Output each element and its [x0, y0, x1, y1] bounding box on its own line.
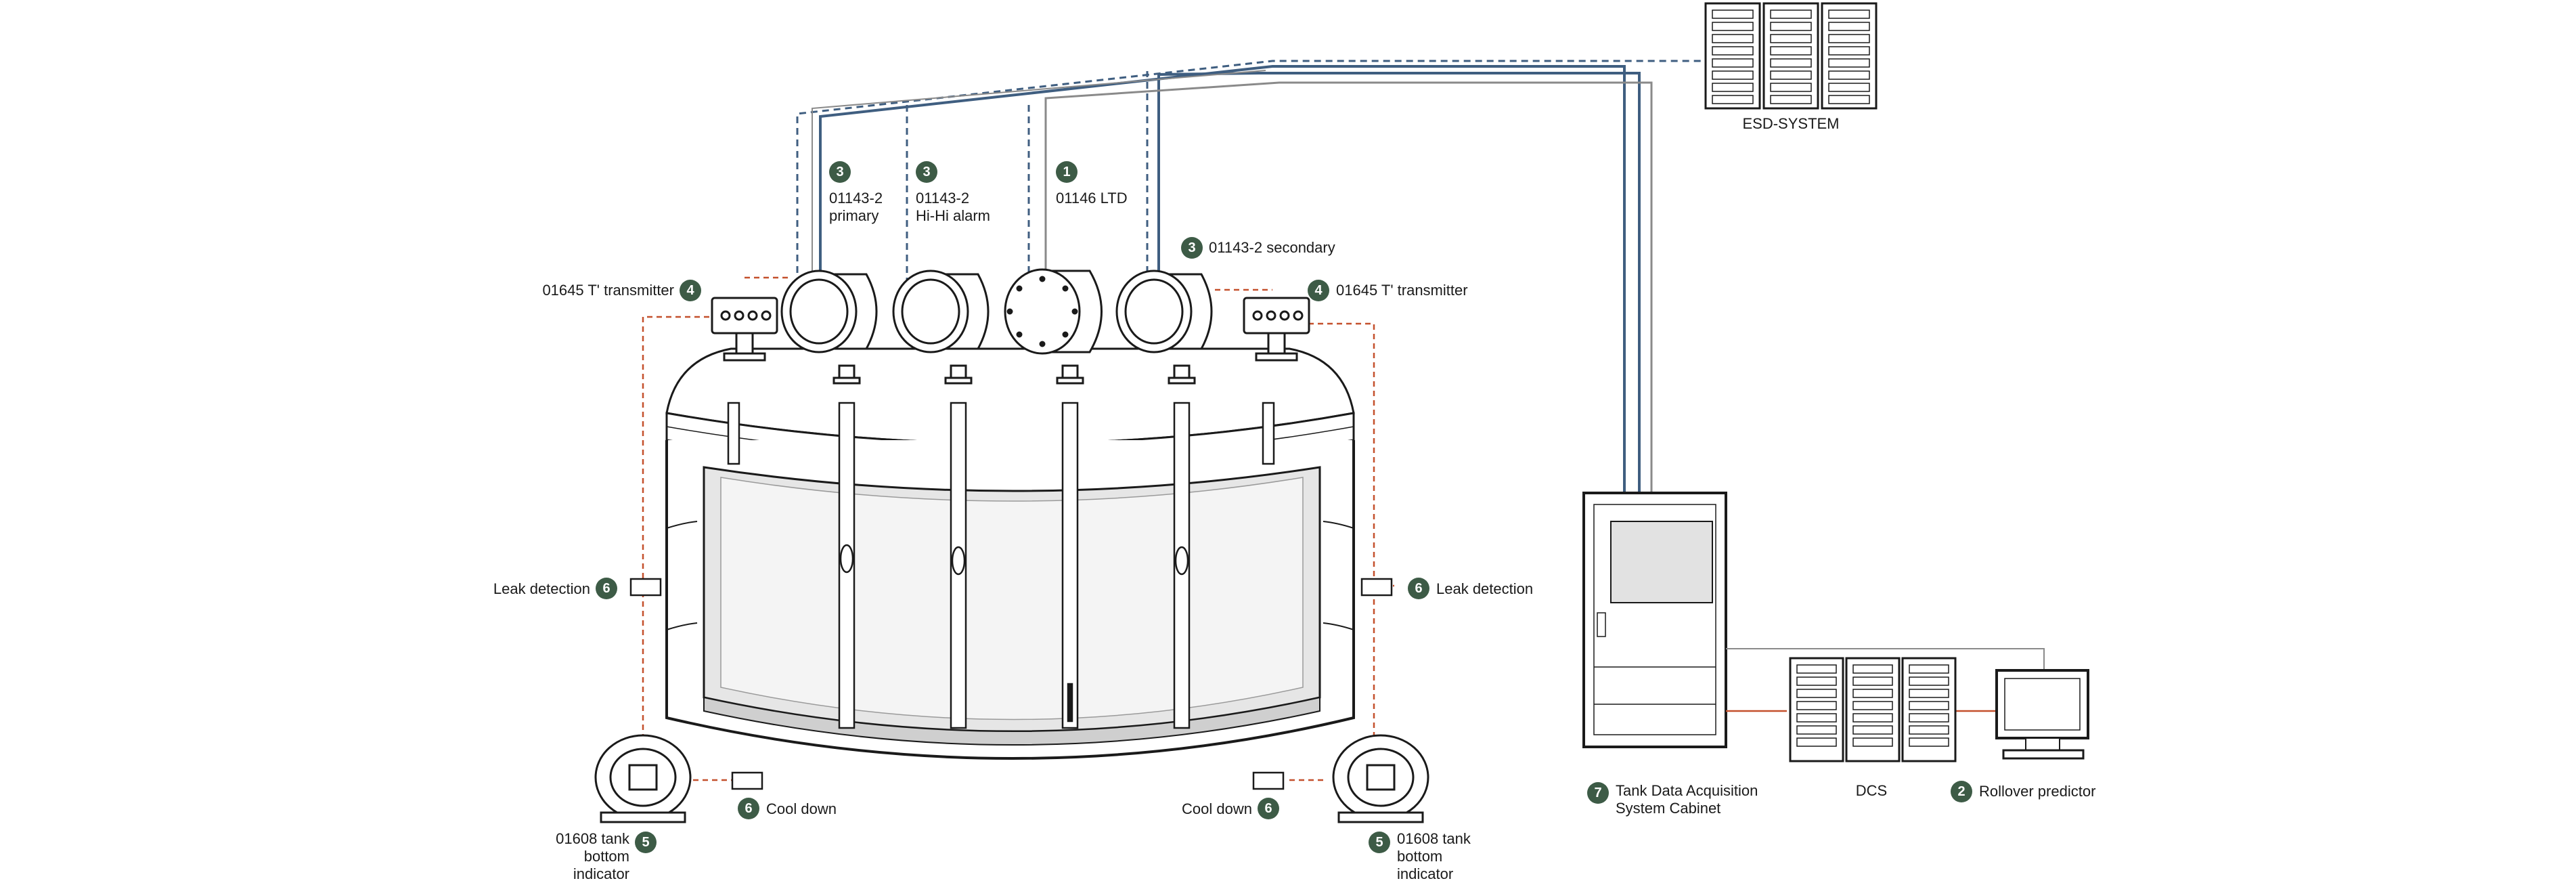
hihi-label-line2: Hi-Hi alarm	[916, 207, 990, 224]
esd-system-label: ESD-SYSTEM	[1742, 115, 1840, 132]
cable-ltd-grey	[1044, 81, 1653, 493]
primary-label-line2: primary	[829, 207, 879, 224]
bottom-right-label-line2: bottom	[1397, 848, 1443, 865]
cable-primary-solid	[819, 65, 1626, 493]
badge-rollover: 2	[1951, 781, 1972, 802]
leak-right-label: Leak detection	[1436, 580, 1534, 597]
rollover-predictor-monitor	[1995, 669, 2089, 760]
cabinet-label-line2: System Cabinet	[1616, 800, 1721, 817]
dcs-rack	[1789, 657, 1957, 762]
badge-primary: 3	[829, 161, 851, 183]
badge-leak-right: 6	[1408, 578, 1429, 599]
badge-bottom-right: 5	[1369, 832, 1390, 853]
leak-left-label: Leak detection	[493, 580, 590, 597]
cooldown-sensor-left	[731, 771, 763, 790]
cool-right-label: Cool down	[1182, 800, 1252, 817]
roof-gauges	[780, 268, 1213, 385]
bottom-indicator-left	[594, 734, 692, 823]
esd-system-rack	[1704, 2, 1878, 110]
gauge-primary	[780, 270, 878, 385]
gauge-hihi	[892, 270, 990, 385]
link-left-transmitter	[616, 316, 738, 767]
well-pipe-4	[1061, 402, 1079, 729]
badge-ltd: 1	[1056, 161, 1078, 183]
cabinet-label-line1: Tank Data Acquisition	[1616, 782, 1758, 799]
badge-secondary: 3	[1181, 237, 1203, 259]
badge-hihi: 3	[916, 161, 937, 183]
bottom-indicator-right	[1332, 734, 1429, 823]
signal-wiring	[796, 60, 1706, 493]
leak-sensor-left	[629, 578, 662, 597]
badge-cool-left: 6	[738, 798, 759, 819]
bottom-right-label-line3: indicator	[1397, 865, 1454, 882]
badge-transmitter-right: 4	[1308, 280, 1329, 301]
rollover-label: Rollover predictor	[1979, 783, 2096, 800]
dcs-label: DCS	[1855, 782, 1888, 799]
hihi-label-line1: 01143-2	[916, 190, 970, 207]
leak-sensor-right	[1360, 578, 1393, 597]
data-acquisition-cabinet	[1582, 492, 1727, 748]
lng-tank	[665, 347, 1355, 760]
well-pipe-1	[727, 402, 740, 465]
float-1	[839, 544, 854, 574]
well-pipe-6	[1262, 402, 1275, 465]
float-2	[951, 546, 966, 576]
transmitters	[711, 297, 1310, 362]
transmitter-right	[1243, 297, 1310, 362]
bottom-right-label-line1: 01608 tank	[1397, 830, 1471, 847]
badge-cabinet: 7	[1587, 782, 1609, 804]
bottom-left-label-line2: bottom	[583, 848, 629, 865]
cool-left-label: Cool down	[766, 800, 837, 817]
cable-secondary-solid	[1157, 72, 1641, 493]
float-3	[1174, 546, 1189, 576]
gauge-ltd	[1004, 268, 1103, 385]
sensor-boxes	[629, 578, 1393, 790]
gauge-wells	[727, 402, 1275, 729]
badge-transmitter-left: 4	[680, 280, 701, 301]
transmitter-right-label: 01645 T' transmitter	[1336, 282, 1468, 299]
cable-primary-dashed	[796, 60, 1706, 284]
badge-bottom-left: 5	[635, 832, 657, 853]
cable-grey-outer	[812, 70, 1266, 291]
primary-label-line1: 01143-2	[829, 190, 883, 207]
badge-cool-right: 6	[1258, 798, 1279, 819]
bottom-left-label-line3: indicator	[573, 865, 629, 882]
badge-leak-left: 6	[596, 578, 617, 599]
bottom-left-label-line1: 01608 tank	[556, 830, 629, 847]
transmitter-left	[711, 297, 778, 362]
network-links	[1726, 648, 2045, 712]
secondary-label: 01143-2 secondary	[1209, 239, 1335, 256]
transmitter-left-label: 01645 T' transmitter	[542, 282, 674, 299]
bottom-indicators	[594, 734, 1429, 823]
ltd-label: 01146 LTD	[1056, 190, 1128, 207]
gauge-secondary	[1115, 270, 1213, 385]
cooldown-sensor-right	[1252, 771, 1285, 790]
